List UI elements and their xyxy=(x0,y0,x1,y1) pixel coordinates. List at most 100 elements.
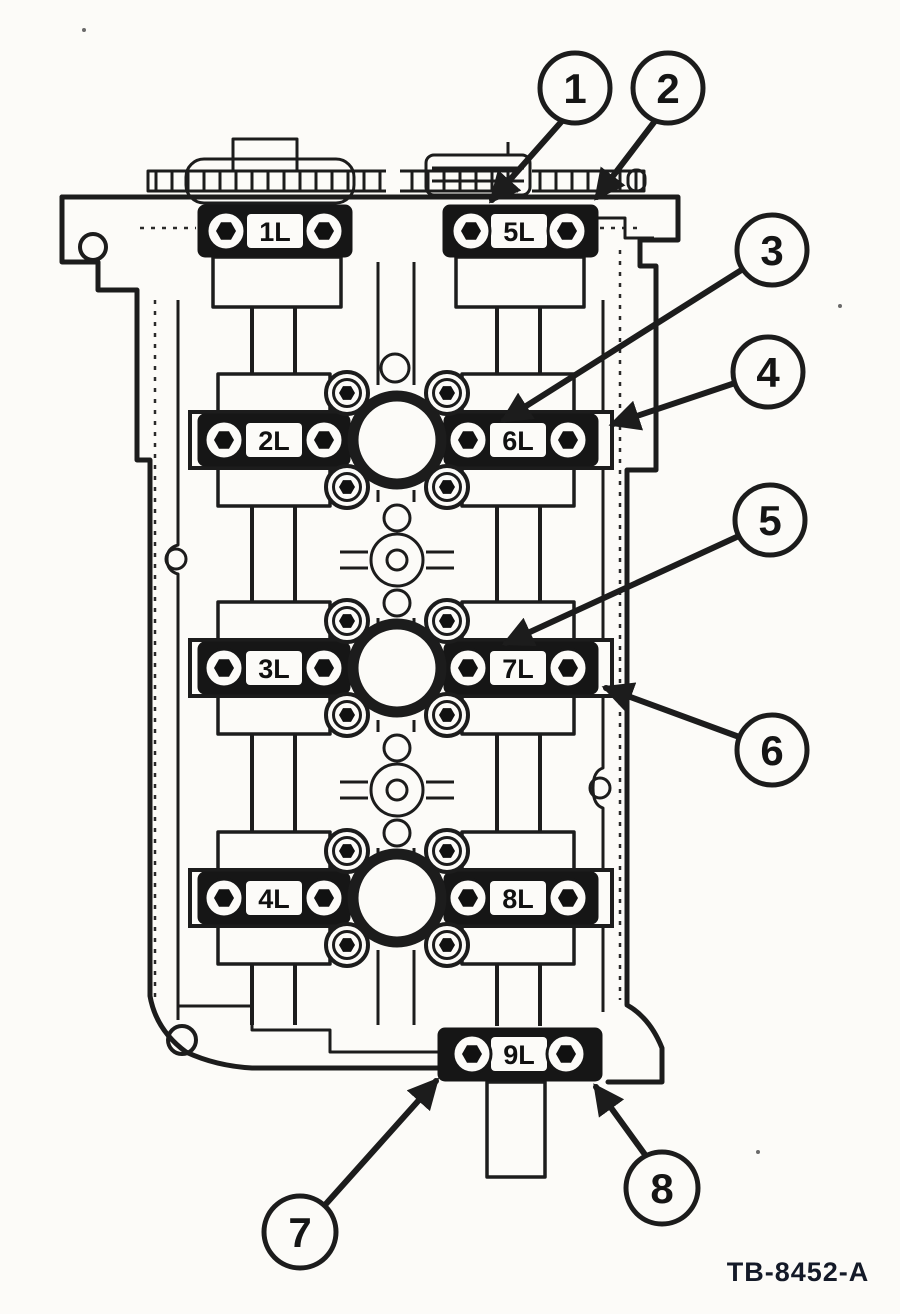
callout-number-8: 8 xyxy=(650,1165,673,1212)
camshaft-sprocket-band xyxy=(146,137,647,205)
cap-bolt xyxy=(203,647,245,689)
cap-bolt xyxy=(203,877,245,919)
callout-number-7: 7 xyxy=(288,1209,311,1256)
cap-pedestal xyxy=(216,466,332,508)
cap-label-8L: 8L xyxy=(502,884,534,914)
scan-speck xyxy=(838,304,842,308)
leader-arrow-3 xyxy=(500,266,746,423)
cap-label-6L: 6L xyxy=(502,426,534,456)
cap-bolt xyxy=(547,419,589,461)
callout-3: 3 xyxy=(500,212,810,423)
cap-label-5L: 5L xyxy=(503,217,535,247)
outline-left-bottom xyxy=(59,194,441,1071)
inter-row-details xyxy=(223,257,569,848)
callout-7: 7 xyxy=(261,1077,440,1271)
callout-circle-7 xyxy=(261,1193,339,1271)
cap-pedestal xyxy=(216,600,332,642)
journal-bolt xyxy=(324,464,370,510)
journal-bolt xyxy=(324,598,370,644)
callout-circle-1 xyxy=(537,50,613,126)
callout-4: 4 xyxy=(608,334,806,431)
cap-pedestal xyxy=(216,830,332,872)
cap-pedestal xyxy=(216,694,332,736)
callout-circle-4 xyxy=(730,334,806,410)
cap-bolt xyxy=(547,877,589,919)
callout-number-1: 1 xyxy=(563,65,586,112)
leader-arrow-6 xyxy=(601,682,745,741)
bearing-row-4: 4L 8L xyxy=(188,828,614,968)
head-outline xyxy=(59,194,681,1085)
callout-number-4: 4 xyxy=(756,349,780,396)
callout-circle-6 xyxy=(734,712,810,788)
leader-arrow-5 xyxy=(501,532,744,647)
journal-bolt xyxy=(424,464,470,510)
bearing-row-5: 9L xyxy=(437,1027,603,1179)
inner-left-contour xyxy=(165,300,180,1020)
cap-label-1L: 1L xyxy=(259,217,291,247)
bottom-step-contour xyxy=(178,1004,438,1054)
callout-circle-8 xyxy=(623,1149,701,1227)
bearing-row-3: 3L 7L xyxy=(188,598,614,738)
journal-bolt xyxy=(324,692,370,738)
cap-bolt xyxy=(203,419,245,461)
head-bolt-hole xyxy=(164,547,188,571)
cap-bolt xyxy=(546,210,588,252)
cap-pedestal xyxy=(460,830,576,872)
journal-bolt xyxy=(424,370,470,416)
leader-arrow-7 xyxy=(322,1077,440,1208)
diagram-code: TB-8452-A xyxy=(727,1257,870,1287)
right-camshaft xyxy=(495,258,542,1026)
cap-label-4L: 4L xyxy=(258,884,290,914)
spark-plug-bore xyxy=(347,618,447,718)
cap-bolt xyxy=(547,647,589,689)
callout-5: 5 xyxy=(501,482,808,647)
sprocket-outline xyxy=(184,157,356,205)
cap-bolt xyxy=(447,647,489,689)
cap-bolt xyxy=(447,419,489,461)
journal-bolt xyxy=(424,922,470,968)
cap-pedestal xyxy=(460,924,576,966)
callout-number-5: 5 xyxy=(758,497,781,544)
cap-bolt xyxy=(303,647,345,689)
cap-pedestal xyxy=(454,255,586,309)
cap-bolt xyxy=(447,877,489,919)
leader-arrow-1 xyxy=(488,118,565,204)
cap-pedestal xyxy=(216,924,332,966)
journal-bolt xyxy=(324,828,370,874)
center-journal-upper xyxy=(340,503,454,618)
cap-pedestal xyxy=(460,466,576,508)
journal-bolt xyxy=(324,370,370,416)
spark-plug-bore xyxy=(347,848,447,948)
journal-bolt xyxy=(424,828,470,874)
callout-circle-3 xyxy=(734,212,810,288)
small-lug xyxy=(626,168,647,193)
cap-bolt xyxy=(303,419,345,461)
sprocket-hub xyxy=(231,137,299,173)
bearing-row-1: 1L 5L xyxy=(197,204,599,309)
scan-speck xyxy=(756,1150,760,1154)
journal-bolt xyxy=(424,692,470,738)
head-bolt-hole xyxy=(78,232,108,262)
head-bolt-hole xyxy=(166,1024,198,1056)
left-camshaft xyxy=(250,258,297,1025)
center-journal-lower xyxy=(340,733,454,848)
callout-8: 8 xyxy=(593,1083,701,1227)
cap-label-9L: 9L xyxy=(503,1040,535,1070)
callout-circle-2 xyxy=(630,50,706,126)
cap-pedestal xyxy=(460,372,576,414)
cap-label-7L: 7L xyxy=(502,654,534,684)
cap-bolt xyxy=(450,210,492,252)
scan-speck xyxy=(82,28,86,32)
top-right-step xyxy=(598,216,654,240)
cap-bolt xyxy=(545,1033,587,1075)
callout-number-3: 3 xyxy=(760,227,783,274)
oil-hole xyxy=(379,352,411,384)
leader-arrow-2 xyxy=(594,118,658,201)
spark-plug-bore xyxy=(347,390,447,490)
callout-1: 1 xyxy=(488,50,613,204)
cap-label-3L: 3L xyxy=(258,654,290,684)
journal-bolt xyxy=(424,598,470,644)
cap-pedestal xyxy=(211,255,343,309)
